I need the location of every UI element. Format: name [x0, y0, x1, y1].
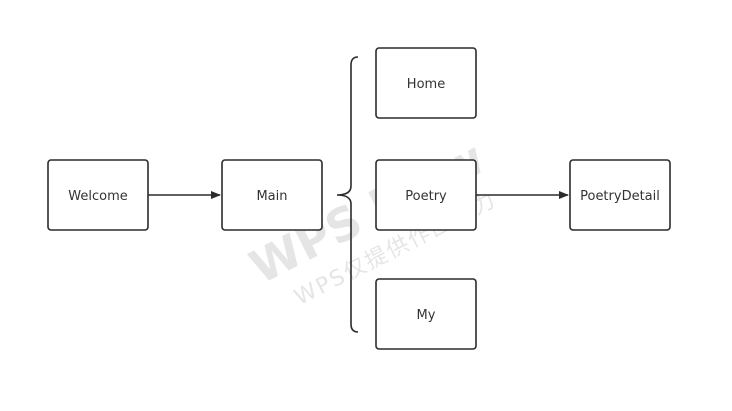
brace-main-children: [336, 56, 359, 333]
node-poetry[interactable]: Poetry: [375, 159, 477, 231]
node-home[interactable]: Home: [375, 47, 477, 119]
node-home-label: Home: [407, 77, 445, 92]
node-welcome-label: Welcome: [68, 189, 127, 204]
node-poetry-detail[interactable]: PoetryDetail: [569, 159, 671, 231]
node-my[interactable]: My: [375, 278, 477, 350]
node-main-label: Main: [256, 189, 287, 204]
node-poetry-detail-label: PoetryDetail: [580, 189, 660, 204]
node-main[interactable]: Main: [221, 159, 323, 231]
node-welcome[interactable]: Welcome: [47, 159, 149, 231]
node-my-label: My: [417, 308, 436, 323]
node-poetry-label: Poetry: [405, 189, 447, 204]
